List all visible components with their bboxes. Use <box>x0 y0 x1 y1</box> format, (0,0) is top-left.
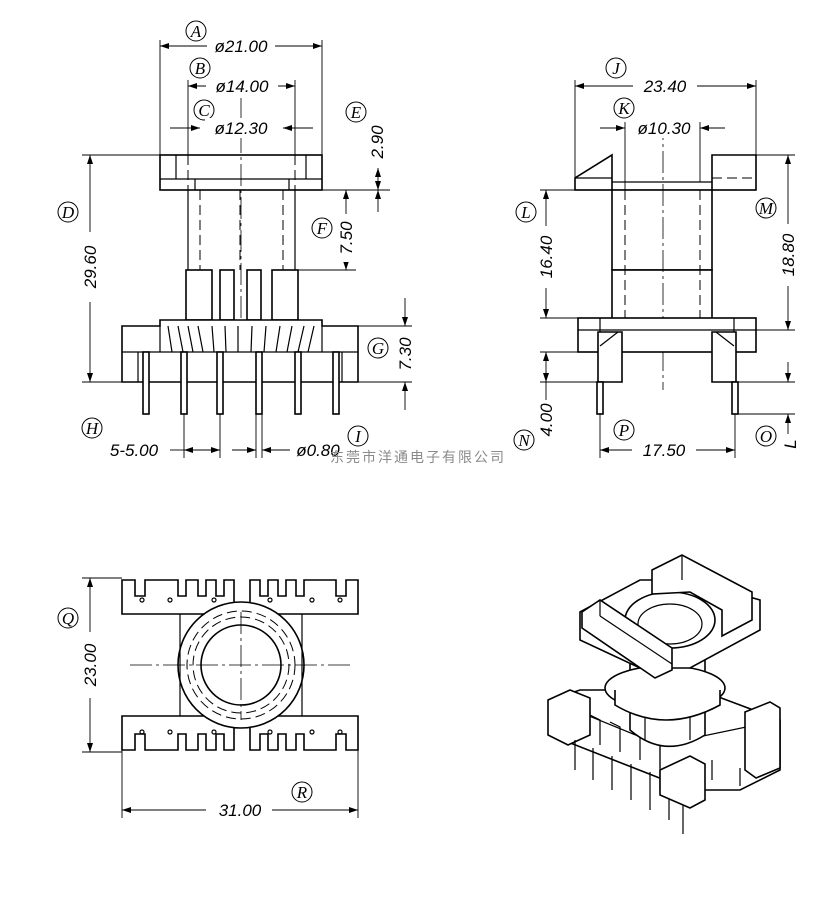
label-H: H <box>85 419 100 438</box>
label-L: L <box>520 203 530 222</box>
dim-E-text: 2.90 <box>368 125 387 160</box>
dim-L-text: 16.40 <box>537 235 556 278</box>
isometric-view <box>547 554 781 834</box>
side-view: J 23.40 K ø10.30 L 16.40 M 18.80 N <box>513 57 800 460</box>
label-B: B <box>195 59 206 78</box>
dim-O-text: L <box>781 439 800 448</box>
dim-F-text: 7.50 <box>337 221 356 255</box>
dim-N-text: 4.00 <box>537 403 556 437</box>
label-R: R <box>296 783 308 802</box>
dim-I-text: ø0.80 <box>296 441 340 460</box>
front-view: A ø21.00 B ø14.00 C ø12.30 D 29.60 E 2.9… <box>57 20 415 460</box>
dim-H-text: 5-5.00 <box>110 441 159 460</box>
label-C: C <box>198 101 210 120</box>
dim-M-text: 18.80 <box>779 233 798 276</box>
label-O: O <box>760 427 772 446</box>
label-A: A <box>190 22 202 41</box>
dim-B-text: ø14.00 <box>216 77 269 96</box>
label-F: F <box>316 219 328 238</box>
label-E: E <box>350 103 362 122</box>
label-M: M <box>758 199 774 218</box>
dim-C-text: ø12.30 <box>215 119 268 138</box>
dim-R-text: 31.00 <box>219 801 262 820</box>
label-G: G <box>372 339 384 358</box>
dim-D-text: 29.60 <box>81 245 100 289</box>
label-I: I <box>354 427 362 446</box>
label-N: N <box>517 431 531 450</box>
label-J: J <box>612 59 621 78</box>
watermark-text: 东莞市洋通电子有限公司 <box>330 449 506 466</box>
dim-J-text: 23.40 <box>643 77 687 96</box>
dim-P-text: 17.50 <box>643 441 686 460</box>
dim-G-text: 7.30 <box>396 337 415 371</box>
bottom-view: Q 23.00 R 31.00 <box>57 577 359 820</box>
dim-K-text: ø10.30 <box>638 119 691 138</box>
dim-Q-text: 23.00 <box>81 643 100 687</box>
label-D: D <box>61 203 75 222</box>
label-Q: Q <box>62 609 74 628</box>
dim-A-text: ø21.00 <box>215 37 268 56</box>
label-P: P <box>618 421 629 440</box>
label-K: K <box>617 99 631 118</box>
